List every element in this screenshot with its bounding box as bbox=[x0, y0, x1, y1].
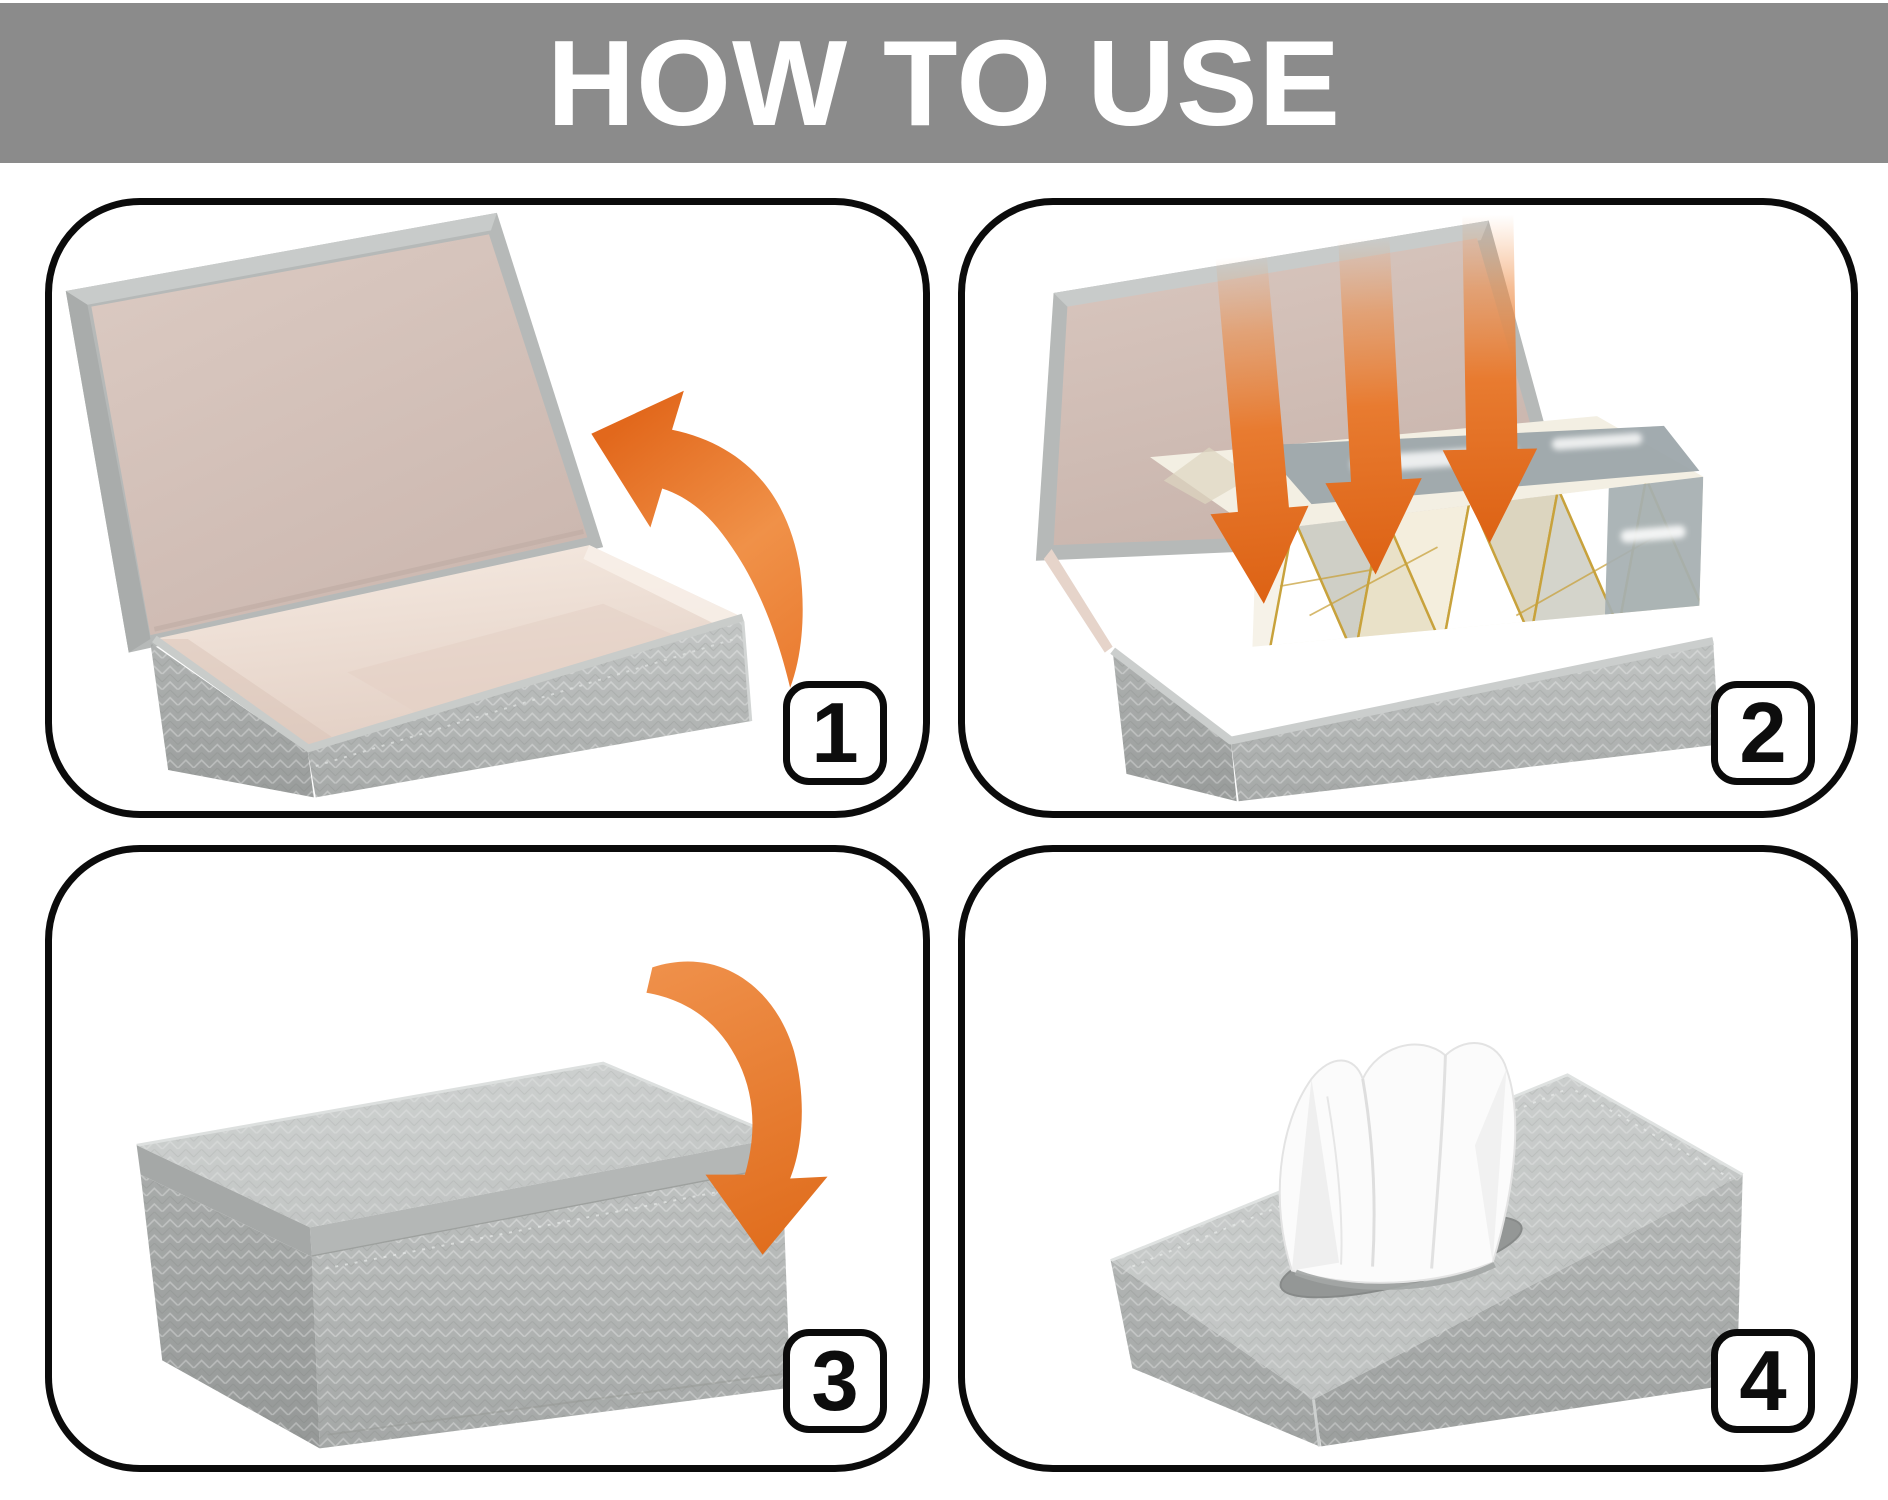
step-number-badge-4: 4 bbox=[1711, 1329, 1815, 1433]
insert-tissue-box-illustration bbox=[1035, 214, 1720, 802]
closed-box bbox=[136, 1061, 791, 1449]
down-arrows-icon bbox=[1210, 214, 1538, 604]
box-body-open bbox=[150, 545, 753, 798]
box-lid-open bbox=[65, 212, 604, 653]
step-number-badge-2: 2 bbox=[1711, 681, 1815, 785]
tissue-puff-icon bbox=[1278, 1042, 1517, 1284]
step-number: 2 bbox=[1739, 685, 1787, 781]
page-header: HOW TO USE bbox=[0, 3, 1888, 163]
closed-box-illustration bbox=[136, 961, 828, 1449]
step-panel-1: 1 bbox=[45, 198, 930, 818]
step-number-badge-3: 3 bbox=[783, 1329, 887, 1433]
tissue-dispensing-illustration bbox=[1110, 1042, 1744, 1447]
step-panel-2: 2 bbox=[958, 198, 1858, 818]
box-body-open bbox=[1043, 549, 1720, 802]
closed-box-with-tissue bbox=[1110, 1042, 1744, 1447]
step-number: 1 bbox=[811, 685, 859, 781]
curved-arrow-open-icon bbox=[591, 390, 803, 688]
curved-arrow-close-icon bbox=[646, 961, 828, 1255]
step-panel-3: 3 bbox=[45, 845, 930, 1472]
step-number: 4 bbox=[1739, 1333, 1787, 1429]
step-number: 3 bbox=[811, 1333, 859, 1429]
step-number-badge-1: 1 bbox=[783, 681, 887, 785]
page-title: HOW TO USE bbox=[546, 15, 1341, 151]
step-panel-4: 4 bbox=[958, 845, 1858, 1472]
open-empty-box-illustration bbox=[65, 212, 803, 798]
